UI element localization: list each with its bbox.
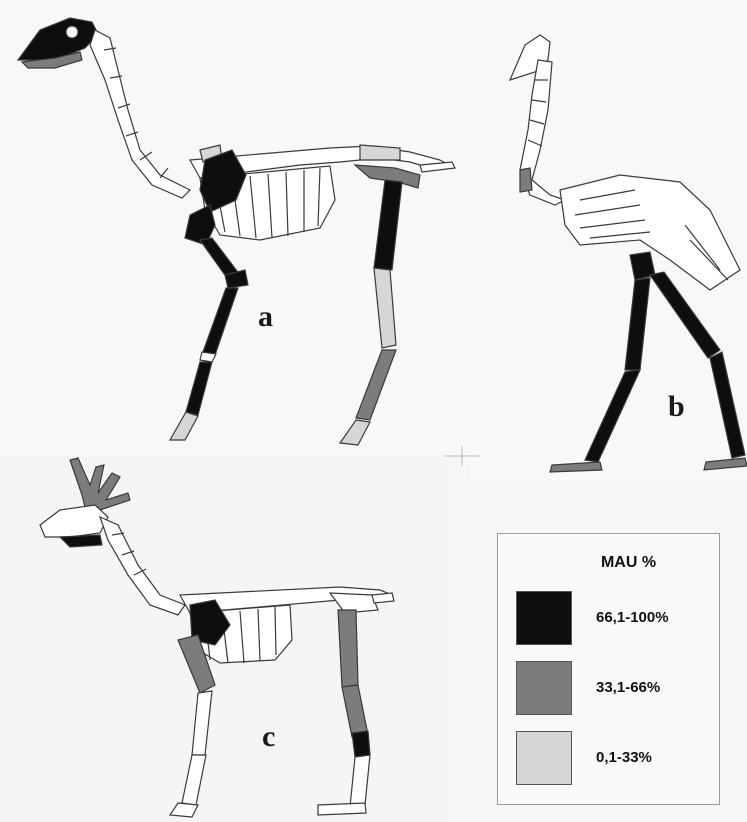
registration-cross — [444, 446, 480, 466]
camelid-neck — [90, 30, 190, 198]
legend-item-mid: 33,1-66% — [516, 661, 716, 716]
deer-skeleton — [0, 455, 450, 822]
deer-femur — [338, 610, 358, 687]
legend-swatch-high — [516, 591, 572, 645]
legend-label-mid: 33,1-66% — [596, 679, 660, 696]
rhea-tibiotarsus-left — [625, 278, 650, 370]
rhea-foot-right — [704, 458, 747, 470]
panel-a-camelid: a — [0, 0, 470, 455]
rhea-tarsometatarsus-left — [585, 370, 640, 462]
camelid-front-phalanges — [186, 362, 212, 415]
legend-item-high: 66,1-100% — [516, 591, 716, 646]
camelid-femur — [374, 180, 402, 270]
legend-label-high: 66,1-100% — [596, 609, 669, 626]
camelid-skull — [18, 18, 98, 60]
deer-tarsals — [352, 731, 370, 757]
deer-antlers — [70, 458, 130, 510]
legend-label-low: 0,1-33% — [596, 749, 652, 766]
legend-swatch-mid — [516, 661, 572, 715]
camelid-metatarsal — [356, 350, 396, 420]
panel-letter-c: c — [262, 720, 275, 754]
panel-b-rhea: b — [470, 0, 747, 480]
deer-metatarsal — [350, 755, 370, 807]
camelid-skeleton — [0, 0, 470, 455]
camelid-metacarpal — [203, 288, 238, 355]
deer-neck — [100, 517, 185, 615]
mau-legend: MAU % 66,1-100% 33,1-66% 0,1-33% — [497, 533, 720, 805]
deer-radius — [192, 691, 212, 755]
legend-title: MAU % — [498, 554, 719, 572]
panel-c-deer: c — [0, 455, 450, 822]
deer-tibia — [342, 685, 368, 737]
panel-letter-b: b — [668, 390, 685, 424]
deer-mandible — [60, 535, 102, 547]
deer-skull — [40, 505, 108, 537]
legend-item-low: 0,1-33% — [516, 731, 716, 786]
camelid-tibia — [374, 268, 396, 348]
rhea-skeleton — [470, 0, 747, 480]
panel-letter-a: a — [258, 300, 273, 334]
legend-swatch-low — [516, 731, 572, 785]
rhea-foot-left — [550, 462, 602, 472]
rhea-tarsometatarsus-right — [710, 352, 745, 458]
